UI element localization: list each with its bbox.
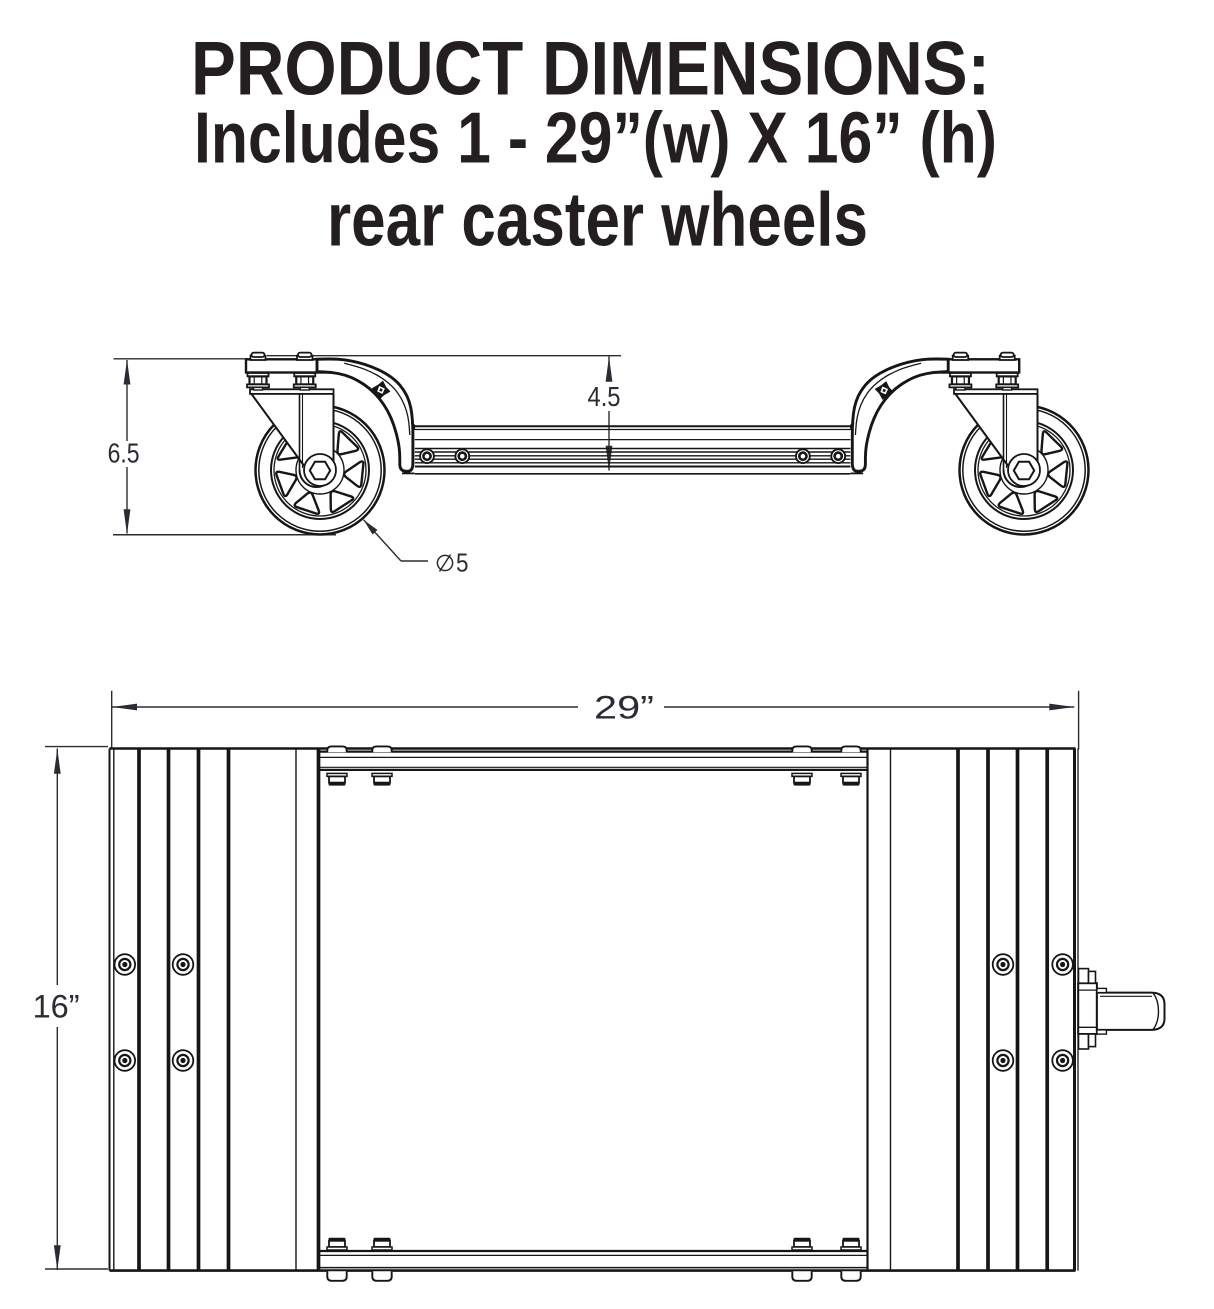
svg-text:4.5: 4.5 [588, 381, 621, 412]
svg-text:PRODUCT DIMENSIONS:: PRODUCT DIMENSIONS: [191, 27, 990, 112]
svg-text:Includes 1 - 29”(w) X 16” (h): Includes 1 - 29”(w) X 16” (h) [194, 99, 997, 179]
svg-text:6.5: 6.5 [108, 437, 140, 468]
svg-text:16”: 16” [33, 989, 80, 1025]
svg-text:29”: 29” [594, 690, 654, 726]
svg-text:rear caster wheels: rear caster wheels [327, 178, 868, 263]
svg-text:5: 5 [456, 548, 469, 578]
